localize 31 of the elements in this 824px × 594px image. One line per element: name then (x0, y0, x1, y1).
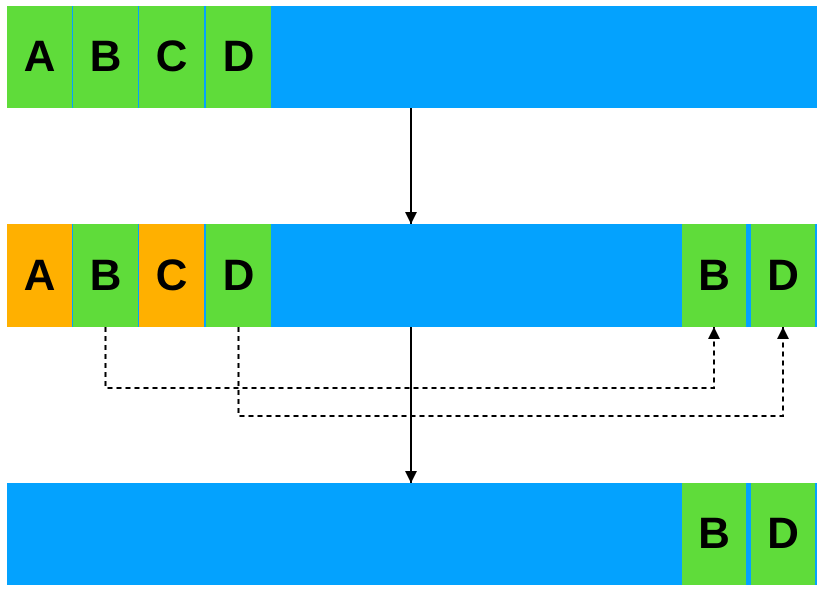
block-letter: A (24, 254, 56, 298)
memory-block (206, 6, 271, 108)
memory-block (139, 224, 204, 327)
block-letter: B (90, 254, 122, 298)
block-letter: D (767, 254, 799, 298)
block-letter: C (156, 254, 188, 298)
block-letter: C (156, 35, 188, 79)
memory-bar (7, 224, 817, 327)
memory-bar (7, 483, 817, 585)
block-letter: A (24, 35, 56, 79)
dashed-arrow (104, 327, 720, 389)
memory-block (751, 224, 815, 327)
memory-block (682, 483, 746, 585)
memory-block (139, 6, 204, 108)
block-letter: D (222, 35, 254, 79)
block-letter: B (698, 512, 730, 556)
dashed-arrow (238, 327, 789, 417)
arrow (405, 327, 417, 483)
memory-block (7, 6, 72, 108)
block-letter: B (90, 35, 122, 79)
block-letter: D (222, 254, 254, 298)
block-letter: B (698, 254, 730, 298)
memory-block (73, 6, 138, 108)
memory-block (682, 224, 746, 327)
block-letter: D (767, 512, 799, 556)
memory-block (206, 224, 271, 327)
memory-block (73, 224, 138, 327)
memory-block (7, 224, 72, 327)
arrow (405, 108, 417, 224)
memory-bar (7, 6, 817, 108)
memory-block (751, 483, 815, 585)
